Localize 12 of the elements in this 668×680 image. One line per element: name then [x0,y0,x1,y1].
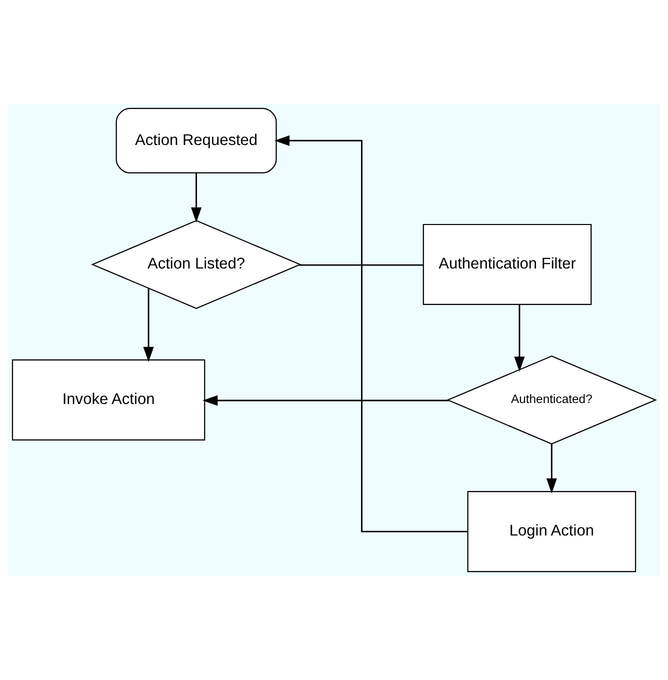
node-box: Action Requested [116,108,277,174]
arrow [191,172,202,222]
arrow [143,288,154,362]
connector [298,264,424,266]
node-box: Invoke Action [12,359,206,440]
arrow [546,444,557,494]
node-box: Authentication Filter [422,224,592,306]
node-diamond: Action Listed? [91,220,302,309]
arrow [514,304,525,372]
arrow [274,135,468,532]
arrow [202,395,449,406]
node-box: Login Action [467,491,636,572]
